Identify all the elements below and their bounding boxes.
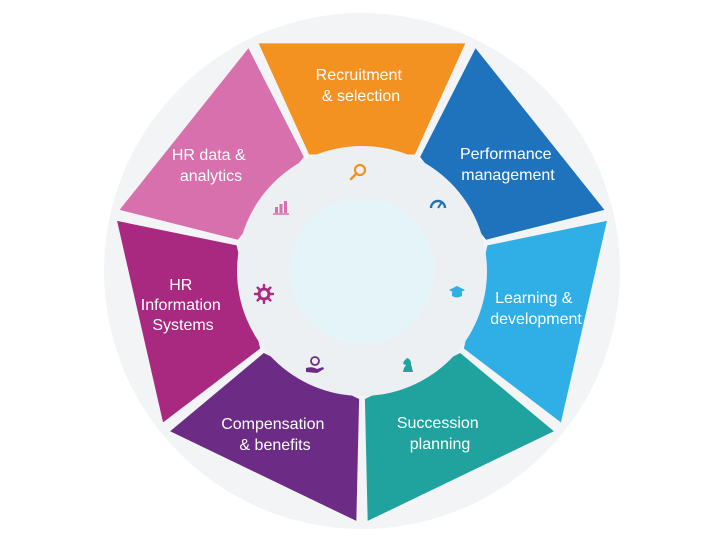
segment-recruitment [258, 43, 466, 155]
label-hris: HR Information Systems [141, 277, 226, 334]
chess-knight-icon [403, 358, 413, 372]
magnifier-icon [349, 163, 367, 181]
bar-chart-icon [273, 201, 289, 215]
segment-succession [364, 353, 554, 521]
segments-group [117, 43, 607, 521]
segment-hris [117, 220, 261, 423]
speedometer-icon [429, 199, 447, 209]
label-recruitment: Recruitment & selection [316, 67, 407, 105]
segment-compensation [170, 353, 360, 521]
label-performance: Performance management [460, 146, 556, 184]
center-circle [289, 198, 435, 344]
money-hand-icon [306, 356, 324, 373]
label-succession: Succession planning [397, 415, 483, 453]
graduation-cap-icon [449, 286, 465, 298]
label-hr-data: HR data & analytics [172, 147, 250, 185]
gear-icon [253, 283, 275, 305]
label-compensation: Compensation & benefits [221, 416, 329, 454]
label-learning: Learning & development [490, 290, 582, 328]
segment-performance [420, 48, 605, 240]
segment-hr-data [119, 48, 304, 240]
segment-learning [463, 220, 607, 423]
